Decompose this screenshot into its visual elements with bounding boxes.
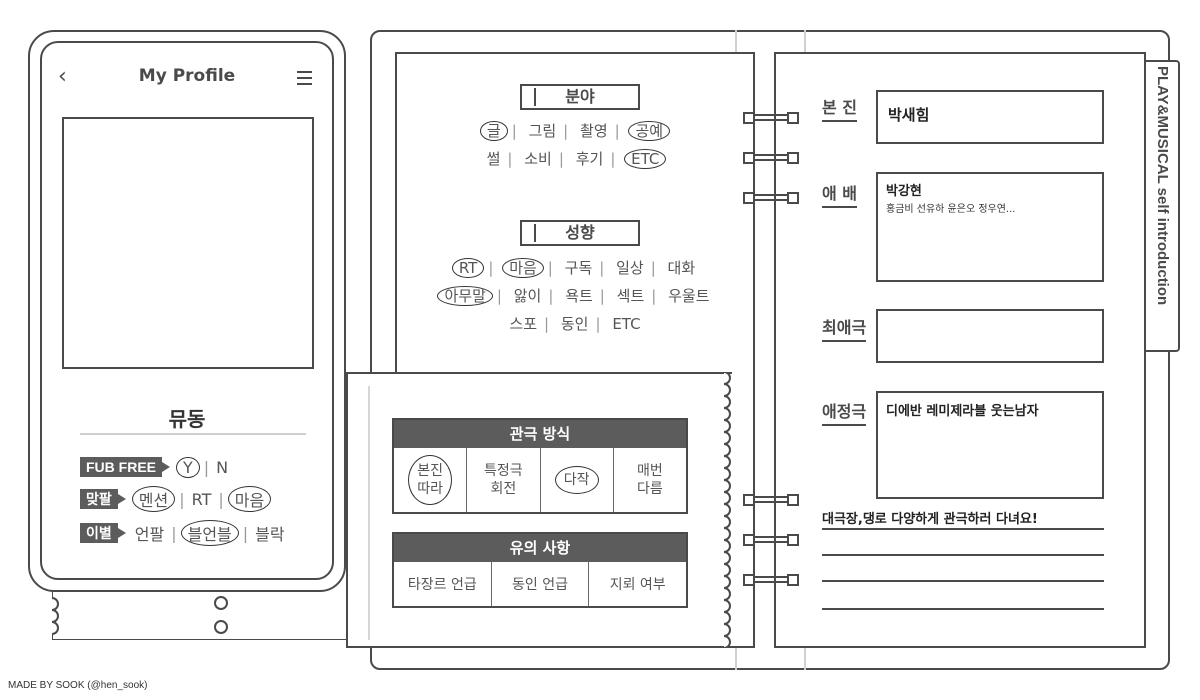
- caution-cell[interactable]: 동인 언급: [492, 562, 590, 606]
- fav-actor-label: 애 배: [822, 180, 858, 208]
- separator: |: [242, 523, 249, 543]
- separator: |: [171, 523, 177, 543]
- binder-ring-icon: [743, 112, 799, 126]
- fav-actor-value: 박강현: [886, 184, 922, 199]
- most-fav-label: 최애극: [822, 314, 867, 342]
- tag-option[interactable]: 블락: [255, 525, 285, 544]
- tag-label: 이별: [80, 523, 126, 543]
- option-item[interactable]: 소비: [524, 150, 552, 168]
- field-options-row: 글| 그림| 촬영| 공예: [395, 120, 755, 141]
- main-label: 본 진: [822, 94, 858, 122]
- option-item[interactable]: 촬영: [580, 122, 608, 140]
- binder-ring-icon: [743, 574, 799, 588]
- tag-option[interactable]: 언팔: [134, 525, 165, 544]
- profile-name: 뮤동: [168, 407, 206, 431]
- tag-row-follow: 맞팔 멘션 | RT | 마음: [80, 486, 272, 512]
- caution-table: 유의 사항 타장르 언급 동인 언급 지뢰 여부: [392, 532, 688, 608]
- note-line: [822, 554, 1104, 556]
- section-label-field: 분야: [520, 84, 640, 110]
- tag-option[interactable]: N: [216, 457, 229, 477]
- field-options-row: 썰| 소비| 후기| ETC: [395, 148, 755, 169]
- option-item[interactable]: 욕트: [565, 287, 593, 305]
- option-item[interactable]: 썰: [486, 150, 501, 168]
- profile-title: My Profile: [138, 66, 236, 86]
- main-box[interactable]: [876, 90, 1104, 144]
- tendency-options-row: 스포| 동인| ETC: [395, 313, 755, 334]
- back-arrow-icon[interactable]: ‹: [58, 64, 67, 89]
- tendency-options-row: 아무말| 앓이| 욕트| 섹트| 우울트: [395, 285, 755, 306]
- side-tab: [1146, 60, 1180, 352]
- menu-icon[interactable]: [297, 71, 312, 89]
- ticket-divider: [368, 386, 370, 640]
- binder-ring-icon: [743, 192, 799, 206]
- viewing-cell[interactable]: 다작: [541, 448, 614, 512]
- beloved-label: 애정극: [822, 398, 867, 426]
- option-item[interactable]: 스포: [509, 315, 538, 333]
- binder-ring-icon: [743, 534, 799, 548]
- side-tab-label: PLAY&MUSICAL self introduction: [1154, 66, 1171, 306]
- credit-text: MADE BY SOOK (@hen_sook): [8, 680, 148, 691]
- tag-row-parting: 이별 언팔 | 블언블 | 블락: [80, 520, 288, 546]
- option-item[interactable]: 구독: [564, 259, 593, 277]
- tag-option[interactable]: 멘션: [131, 486, 176, 512]
- caution-cell[interactable]: 타장르 언급: [394, 562, 492, 606]
- note-line: [822, 608, 1104, 610]
- tag-option[interactable]: RT: [191, 489, 212, 509]
- option-item[interactable]: 마음: [502, 258, 544, 278]
- option-item[interactable]: 동인: [560, 315, 589, 333]
- tag-label: FUB FREE: [80, 457, 170, 477]
- separator: |: [179, 489, 185, 509]
- note-text: 대극장,댕로 다양하게 관극하러 다녀요!: [822, 512, 1038, 527]
- tag-option[interactable]: 블언블: [180, 520, 239, 546]
- option-item[interactable]: 우울트: [668, 287, 710, 305]
- binder-ring-icon: [743, 152, 799, 166]
- option-item[interactable]: ETC: [612, 315, 641, 333]
- option-item[interactable]: 앓이: [513, 287, 542, 305]
- table-header: 유의 사항: [394, 534, 686, 562]
- table-header: 관극 방식: [394, 420, 686, 448]
- beloved-box[interactable]: [876, 391, 1104, 499]
- ticket-scalloped-edge: [724, 372, 731, 648]
- profile-photo-placeholder: [62, 117, 314, 369]
- beloved-value: 디에반 레미제라블 웃는남자: [886, 404, 1039, 419]
- option-item[interactable]: ETC: [624, 149, 667, 169]
- tag-option[interactable]: Y: [176, 456, 200, 478]
- tag-row-fubfree: FUB FREE Y | N: [80, 456, 231, 478]
- option-item[interactable]: 아무말: [437, 286, 493, 306]
- note-line: [822, 580, 1104, 582]
- option-item[interactable]: RT: [451, 258, 485, 278]
- option-item[interactable]: 섹트: [616, 287, 645, 305]
- option-item[interactable]: 공예: [628, 121, 671, 141]
- separator: |: [218, 489, 224, 509]
- note-line: [822, 528, 1104, 530]
- caution-cell[interactable]: 지뢰 여부: [609, 577, 666, 593]
- tendency-options-row: RT| 마음| 구독| 일상| 대화: [395, 257, 755, 278]
- tag-label: 맞팔: [80, 489, 126, 509]
- option-item[interactable]: 대화: [667, 259, 696, 277]
- most-fav-box[interactable]: [876, 309, 1104, 363]
- tag-option[interactable]: 마음: [227, 486, 272, 512]
- option-item[interactable]: 후기: [575, 150, 604, 168]
- fav-actor-sub: 홍금비 선유하 윤은오 정우연...: [886, 204, 1016, 215]
- fav-actor-box[interactable]: [876, 172, 1104, 282]
- phone-stub: [52, 590, 346, 640]
- stub-hole: [214, 620, 228, 634]
- binder-ring-icon: [743, 494, 799, 508]
- main-value: 박새힘: [888, 106, 930, 124]
- option-item[interactable]: 글: [479, 121, 508, 141]
- option-item[interactable]: 일상: [616, 259, 644, 277]
- option-item[interactable]: 그림: [528, 122, 557, 140]
- section-label-tendency: 성향: [520, 220, 640, 246]
- name-underline: [80, 433, 306, 435]
- separator: |: [203, 457, 210, 477]
- stub-hole: [214, 596, 228, 610]
